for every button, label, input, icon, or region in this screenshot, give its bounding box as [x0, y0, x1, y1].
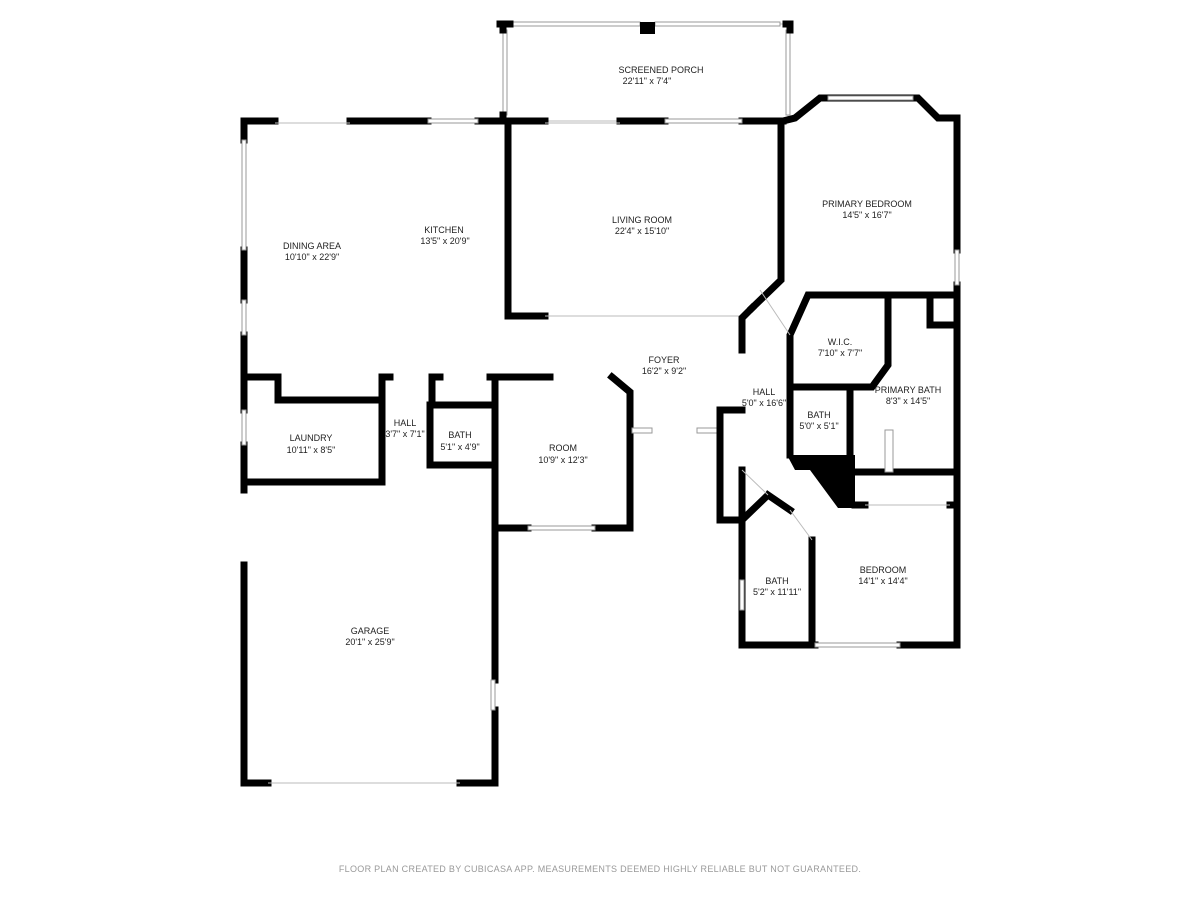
- room-size: 10'9" x 12'3": [538, 455, 587, 465]
- room-size: 7'10" x 7'7": [818, 348, 862, 358]
- room-size: 5'1" x 4'9": [440, 442, 479, 452]
- chase: [787, 455, 855, 508]
- room-name: HALL: [753, 387, 776, 397]
- room-name: BEDROOM: [860, 565, 907, 575]
- room-name: BATH: [807, 410, 830, 420]
- room-name: W.I.C.: [828, 337, 853, 347]
- room-size: 8'3" x 14'5": [886, 396, 930, 406]
- room-name: LAUNDRY: [290, 433, 333, 443]
- window: [954, 249, 960, 286]
- room-name: GARAGE: [351, 626, 390, 636]
- porch-window: [509, 21, 641, 27]
- porch-window: [785, 29, 791, 116]
- room-size: 22'11" x 7'4": [623, 76, 672, 86]
- room-name: ROOM: [549, 443, 577, 453]
- room-name: SCREENED PORCH: [618, 65, 703, 75]
- room-size: 14'1" x 14'4": [858, 576, 907, 586]
- room-size: 5'0" x 5'1": [799, 421, 838, 431]
- room-size: 13'5" x 20'9": [420, 236, 469, 246]
- room-size: 10'11" x 8'5": [287, 445, 336, 455]
- room-size: 3'7" x 7'1": [385, 429, 424, 439]
- walls: [240, 20, 961, 787]
- room-name: PRIMARY BEDROOM: [822, 199, 912, 209]
- room-size: 14'5" x 16'7": [842, 210, 891, 220]
- room-size: 22'4" x 15'10": [615, 226, 669, 236]
- disclaimer-footer: FLOOR PLAN CREATED BY CUBICASA APP. MEAS…: [338, 864, 862, 874]
- porch-window: [654, 21, 781, 27]
- room-size: 5'2" x 11'11": [753, 587, 801, 597]
- room-name: BATH: [765, 576, 788, 586]
- room-name: BATH: [448, 430, 471, 440]
- room-labels: SCREENED PORCH 22'11" x 7'4" DINING AREA…: [283, 65, 941, 647]
- room-name: DINING AREA: [283, 241, 341, 251]
- room-name: PRIMARY BATH: [875, 385, 942, 395]
- room-name: LIVING ROOM: [612, 215, 672, 225]
- room-name: HALL: [394, 418, 417, 428]
- room-size: 20'1" x 25'9": [345, 637, 394, 647]
- room-size: 5'0" x 16'6": [742, 398, 786, 408]
- window: [827, 95, 914, 101]
- room-size: 16'2" x 9'2": [642, 366, 686, 376]
- room-size: 10'10" x 22'9": [285, 252, 339, 262]
- room-name: FOYER: [648, 355, 680, 365]
- room-name: KITCHEN: [424, 225, 464, 235]
- window: [427, 118, 479, 124]
- porch-window: [502, 29, 508, 116]
- window: [664, 118, 743, 124]
